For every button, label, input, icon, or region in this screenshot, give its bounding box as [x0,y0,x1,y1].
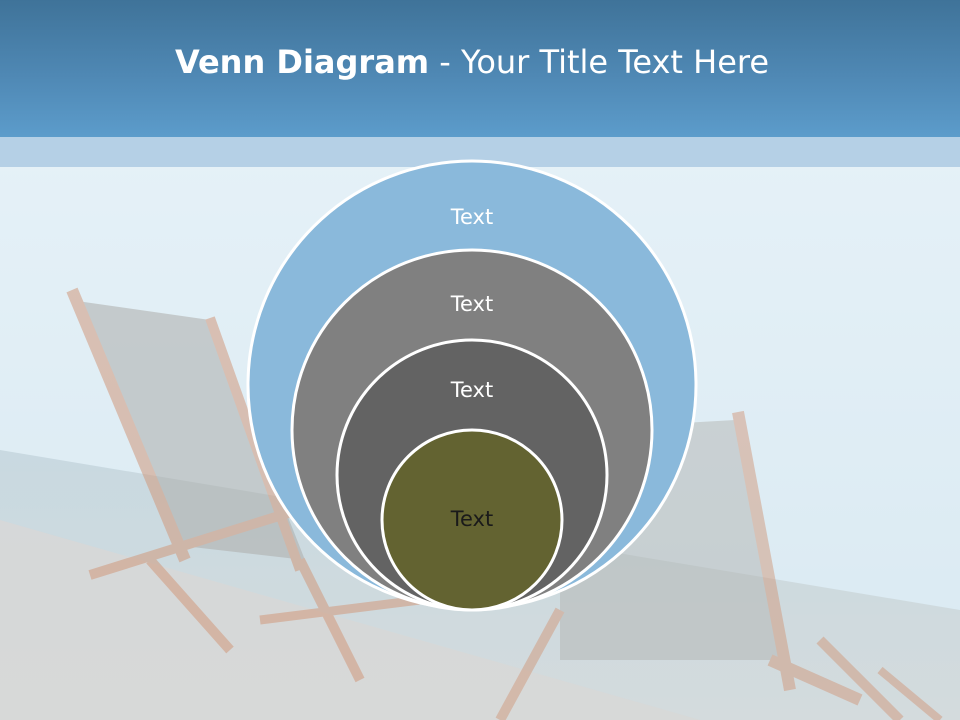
slide-title: Venn Diagram - Your Title Text Here [0,38,944,86]
venn-circle-2-label: Text [450,292,493,316]
venn-circle-4-shape [380,428,564,612]
slide-title-bold: Venn Diagram [174,43,430,81]
slide-title-rest: - Your Title Text Here [429,43,770,81]
venn-circle-4-label: Text [450,507,493,531]
venn-circle-3-label: Text [450,378,493,402]
venn-circle-4: Text [380,428,564,612]
venn-circle-1-label: Text [450,205,493,229]
title-bar [0,0,960,137]
